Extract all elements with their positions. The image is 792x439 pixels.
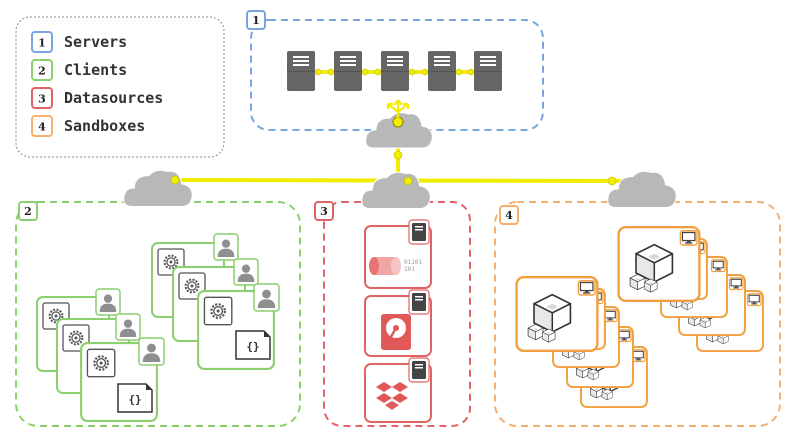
network-junctions: [170, 150, 617, 186]
code-file-icon: {}: [235, 330, 271, 360]
client-stack-front: {}: [37, 288, 165, 421]
zone-servers-number: 1: [252, 14, 260, 27]
zone-clients-number: 2: [24, 205, 32, 218]
sandbox-stack-right: [619, 227, 763, 351]
legend-number: 1: [38, 37, 46, 50]
code-file-label: {}: [128, 393, 141, 406]
storage-badge-icon: [412, 293, 426, 311]
datasource-harddrive: [364, 289, 432, 357]
zone-servers: 1: [246, 10, 544, 131]
sandbox-card: [517, 277, 598, 351]
legend-items: 1 Servers 2 Clients 3 Datasources 4 Sandboxes: [31, 31, 163, 137]
cloud-icon: [361, 171, 431, 210]
legend-label: Clients: [64, 61, 127, 79]
datasource-database: 01101 101: [364, 219, 432, 289]
legend-number: 2: [38, 65, 46, 78]
legend-item: 1 Servers: [31, 31, 127, 53]
load-balancer-icon: [386, 99, 410, 128]
binary-text: 01101: [404, 259, 422, 266]
server-group: [287, 51, 502, 91]
legend-item: 3 Datasources: [31, 87, 163, 109]
cloud-icon: [123, 169, 193, 208]
legend-item: 4 Sandboxes: [31, 115, 145, 137]
legend-number: 3: [38, 93, 46, 106]
storage-badge-icon: [412, 223, 426, 241]
datasource-dropbox: [364, 357, 432, 423]
cloud-icon: [607, 170, 677, 209]
dropbox-icon: [376, 382, 408, 410]
legend-swatch: [31, 115, 53, 137]
server-icon: [381, 51, 409, 91]
client-stack-back: {}: [152, 233, 280, 369]
zone-sandboxes-number: 4: [505, 209, 513, 222]
legend-label: Sandboxes: [64, 117, 145, 135]
zone-datasources-number: 3: [320, 205, 328, 218]
disk-cylinder-icon: 01101 101: [369, 257, 422, 275]
server-icon: [428, 51, 456, 91]
code-file-icon: {}: [117, 383, 153, 413]
legend-swatch: [31, 31, 53, 53]
sandbox-card: [619, 227, 700, 301]
legend-item: 2 Clients: [31, 59, 127, 81]
server-icon: [334, 51, 362, 91]
legend-number: 4: [38, 121, 46, 134]
hard-drive-icon: [381, 314, 411, 350]
code-file-label: {}: [246, 340, 259, 353]
legend-swatch: [31, 87, 53, 109]
server-icon: [474, 51, 502, 91]
legend-label: Servers: [64, 33, 127, 51]
binary-text: 101: [404, 266, 415, 273]
storage-badge-icon: [412, 361, 426, 379]
server-icon: [287, 51, 315, 91]
legend-label: Datasources: [64, 89, 163, 107]
legend-swatch: [31, 59, 53, 81]
legend: [15, 16, 225, 158]
